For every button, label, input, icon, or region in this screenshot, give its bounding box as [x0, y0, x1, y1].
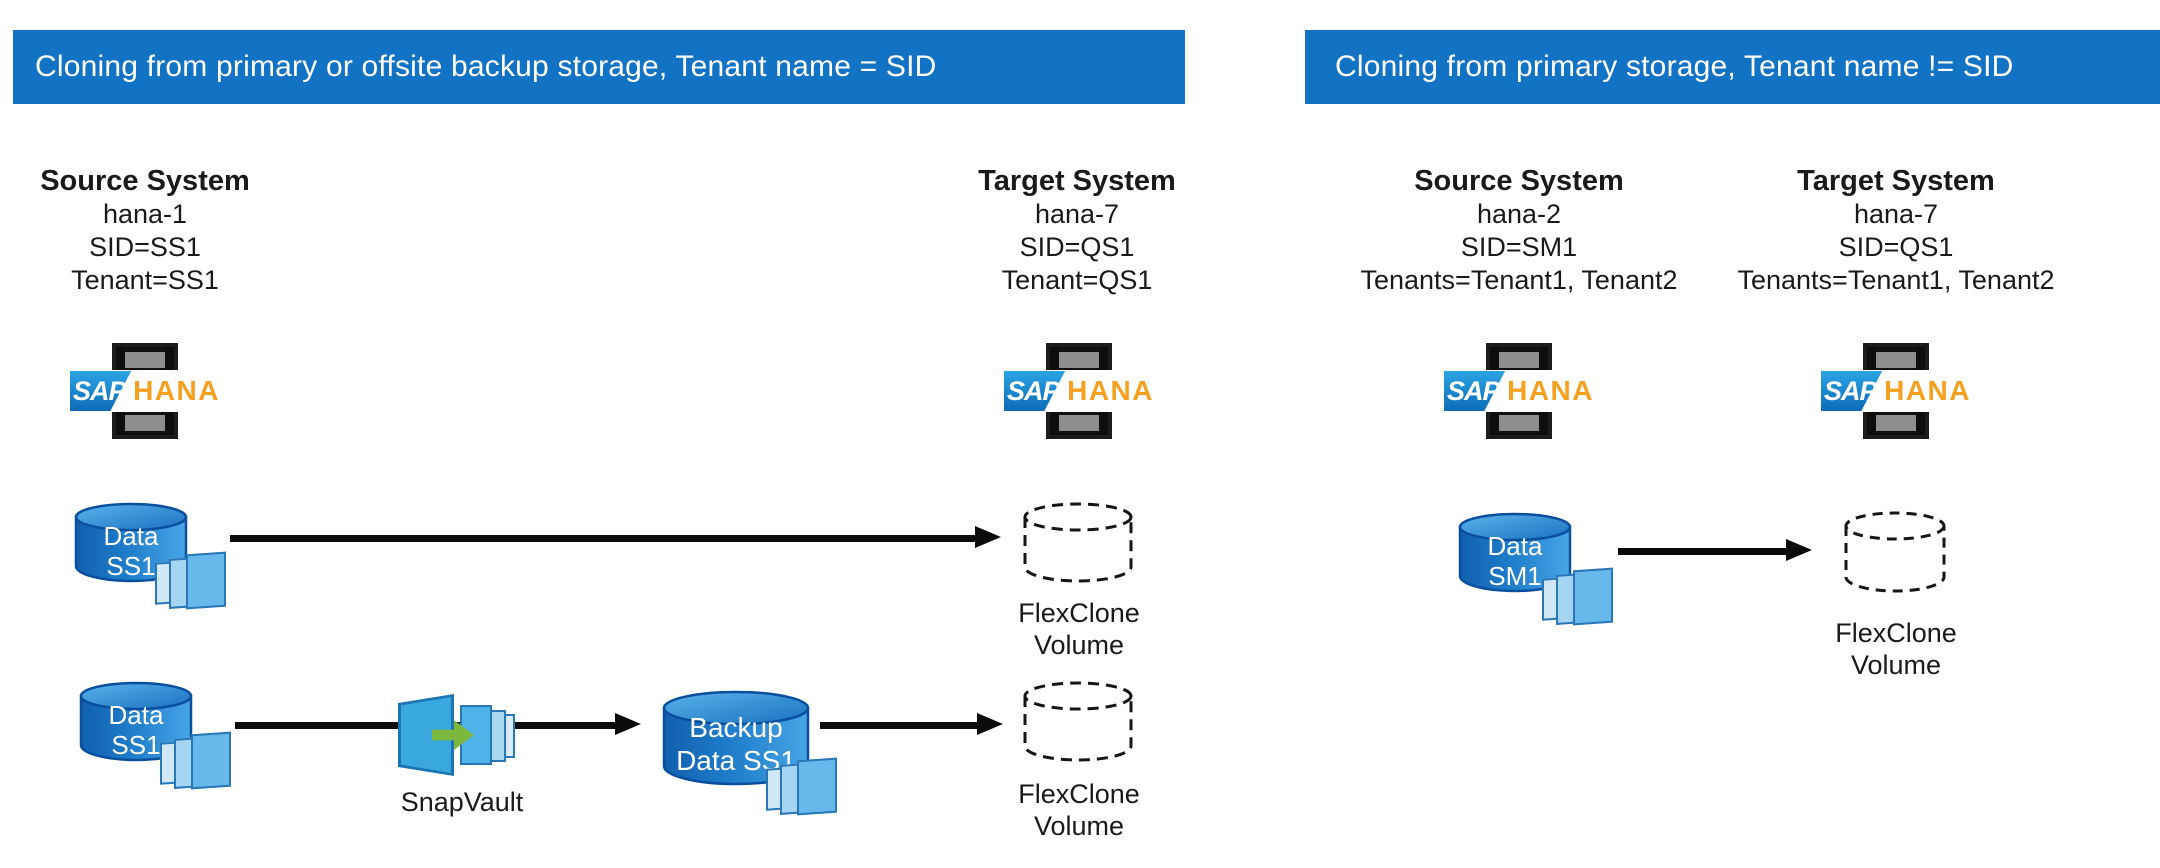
snapvault-icon — [398, 692, 518, 784]
system-hostname: hana-2 — [1476, 199, 1562, 229]
system-sid: SID=SS1 — [89, 232, 201, 262]
flexclone-volume-label: FlexClone Volume — [1008, 778, 1150, 842]
flexclone-volume-cylinder — [1842, 509, 1948, 597]
volume-label-line2: SM1 — [1488, 561, 1542, 591]
system-title: Target System — [978, 165, 1176, 197]
data-flow-arrow — [230, 526, 1001, 548]
sap-logo-icon: SAP — [70, 371, 132, 411]
label-line2: Volume — [1850, 650, 1942, 680]
data-volume-cylinder: Data SM1 — [1456, 512, 1574, 596]
volume-label-line1: Backup — [689, 712, 783, 743]
system-sid: SID=QS1 — [1019, 232, 1135, 262]
label-line1: FlexClone — [1018, 598, 1140, 628]
data-flow-arrow — [820, 713, 1003, 735]
system-sid: SID=QS1 — [1838, 232, 1954, 262]
system-hostname: hana-7 — [1853, 199, 1939, 229]
right-target-system-info: Target System hana-7 SID=QS1 Tenants=Ten… — [1736, 164, 2056, 297]
snapshot-stack-icon — [155, 551, 227, 618]
system-hostname: hana-1 — [102, 199, 188, 229]
snapshot-stack-icon — [766, 757, 838, 824]
hana-wordmark: HANA — [133, 375, 220, 406]
system-tenants: Tenants=Tenant1, Tenant2 — [1360, 265, 1678, 295]
system-tenant: Tenant=QS1 — [1001, 265, 1153, 295]
volume-label-line1: Data — [103, 521, 159, 551]
sap-hana-logo: SAP HANA — [1821, 370, 1971, 412]
system-sid: SID=SM1 — [1460, 232, 1578, 262]
left-source-system-info: Source System hana-1 SID=SS1 Tenant=SS1 — [15, 164, 275, 297]
sap-logo-icon: SAP — [1821, 371, 1883, 411]
system-tenants: Tenants=Tenant1, Tenant2 — [1737, 265, 2055, 295]
flexclone-volume-cylinder — [1021, 501, 1135, 587]
system-title: Source System — [40, 165, 250, 197]
left-target-system-info: Target System hana-7 SID=QS1 Tenant=QS1 — [947, 164, 1207, 297]
volume-label-line1: Data — [108, 700, 164, 730]
flexclone-volume-label: FlexClone Volume — [1008, 597, 1150, 661]
label-line2: Volume — [1033, 630, 1125, 660]
sap-hana-system-icon: SAP HANA — [1821, 343, 1971, 439]
system-title: Source System — [1414, 165, 1624, 197]
sap-hana-logo: SAP HANA — [1004, 370, 1154, 412]
label-line2: Volume — [1033, 811, 1125, 841]
flexclone-volume-label: FlexClone Volume — [1825, 617, 1967, 681]
data-flow-arrow — [1618, 539, 1812, 561]
hana-wordmark: HANA — [1507, 375, 1594, 406]
hana-wordmark: HANA — [1067, 375, 1154, 406]
snapshot-stack-icon — [160, 731, 232, 798]
system-tenant: Tenant=SS1 — [71, 265, 219, 295]
right-source-system-info: Source System hana-2 SID=SM1 Tenants=Ten… — [1359, 164, 1679, 297]
hana-wordmark: HANA — [1884, 375, 1971, 406]
sap-hana-system-icon: SAP HANA — [1444, 343, 1594, 439]
sap-hana-system-icon: SAP HANA — [1004, 343, 1154, 439]
sap-hana-system-icon: SAP HANA — [70, 343, 220, 439]
label-line1: FlexClone — [1018, 779, 1140, 809]
volume-label-line2: SS1 — [106, 551, 156, 581]
snapvault-label: SnapVault — [400, 787, 524, 817]
volume-label-line2: SS1 — [111, 730, 161, 760]
sap-logo-icon: SAP — [1004, 371, 1066, 411]
volume-label-line1: Data — [1487, 531, 1543, 561]
sap-hana-logo: SAP HANA — [1444, 370, 1594, 412]
sap-logo-icon: SAP — [1444, 371, 1506, 411]
left-panel-banner: Cloning from primary or offsite backup s… — [13, 30, 1185, 104]
system-hostname: hana-7 — [1034, 199, 1120, 229]
label-line1: FlexClone — [1835, 618, 1957, 648]
sap-hana-logo: SAP HANA — [70, 370, 220, 412]
flexclone-volume-cylinder — [1021, 680, 1135, 766]
right-panel-banner: Cloning from primary storage, Tenant nam… — [1305, 30, 2160, 104]
system-title: Target System — [1797, 165, 1995, 197]
snapshot-stack-icon — [1542, 567, 1614, 634]
